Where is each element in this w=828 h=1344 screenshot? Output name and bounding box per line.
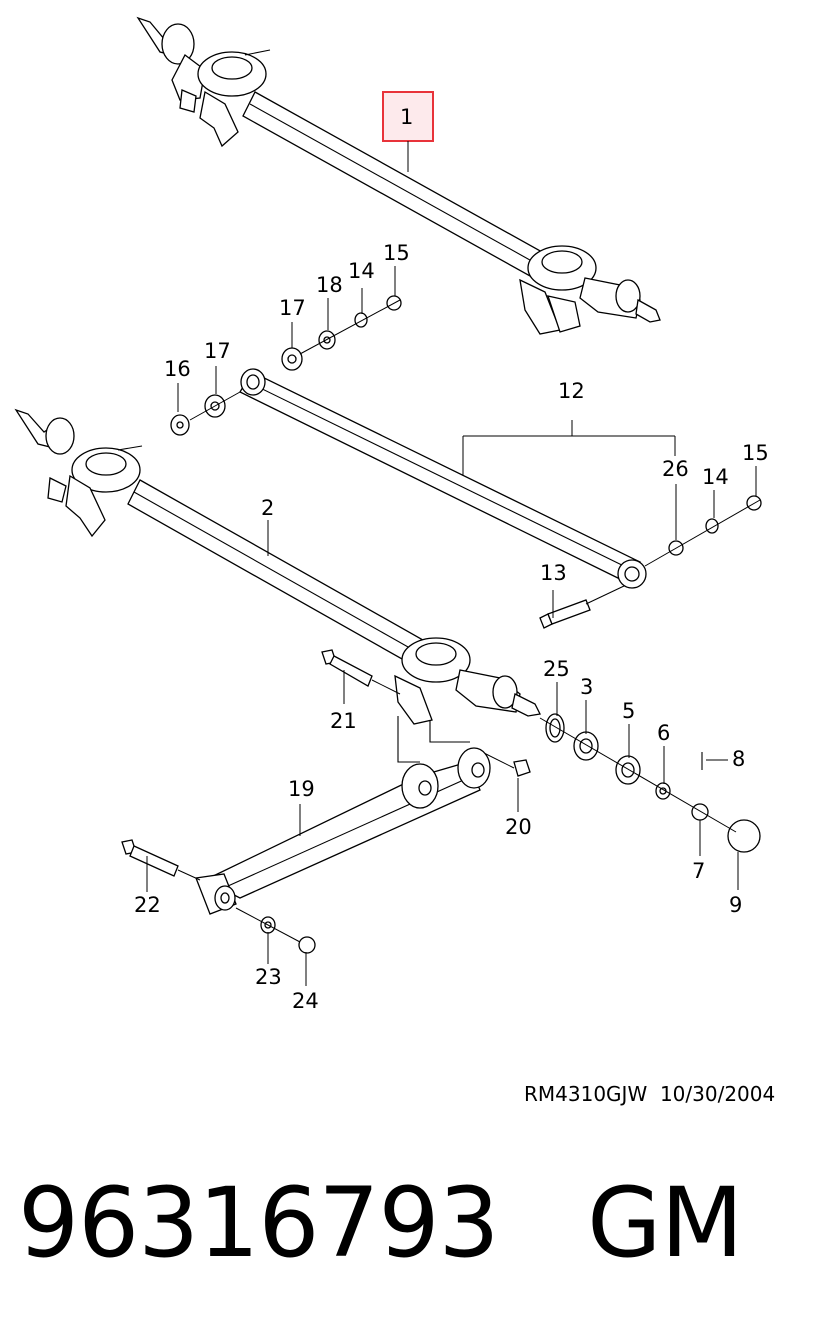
callout-2: 2	[261, 496, 274, 520]
drawing-reference: RM4310GJW 10/30/2004	[524, 1082, 776, 1106]
callout-22: 22	[134, 893, 161, 917]
hub-hardware	[539, 713, 761, 853]
callout-16: 16	[164, 357, 191, 381]
callout-15-right: 15	[742, 441, 769, 465]
cross-rod-hardware	[170, 295, 762, 629]
callout-20: 20	[505, 815, 532, 839]
callout-23: 23	[255, 965, 282, 989]
callout-8: 8	[732, 747, 745, 771]
exploded-parts-diagram: 1 2 3 5 6 7 8 9 12 13 14 14 15 15 16 17 …	[14, 16, 769, 1013]
callout-15-upper: 15	[383, 241, 410, 265]
callout-6: 6	[657, 721, 670, 745]
callout-17-upper: 17	[279, 296, 306, 320]
callout-14-right: 14	[702, 465, 729, 489]
callout-18: 18	[316, 273, 343, 297]
callout-17-left: 17	[204, 339, 231, 363]
callout-3: 3	[580, 675, 593, 699]
callout-13: 13	[540, 561, 567, 585]
callout-19: 19	[288, 777, 315, 801]
spacer	[499, 1167, 588, 1279]
callout-7: 7	[692, 859, 705, 883]
callout-26: 26	[662, 457, 689, 481]
trailing-arm-19	[121, 747, 491, 954]
callout-5: 5	[622, 699, 635, 723]
callout-14-upper: 14	[348, 259, 375, 283]
bolt-21-nut-20	[321, 649, 531, 777]
axle-assembly-2	[14, 408, 541, 763]
brand-name: GM	[587, 1167, 743, 1279]
callout-12: 12	[558, 379, 585, 403]
part-number-line: 96316793 GM	[18, 1175, 743, 1271]
callout-21: 21	[330, 709, 357, 733]
callout-1-highlight-box	[382, 91, 434, 142]
part-number: 96316793	[18, 1167, 500, 1279]
callout-24: 24	[292, 989, 319, 1013]
callout-25: 25	[543, 657, 570, 681]
cross-rod-12	[239, 368, 647, 589]
axle-assembly-1	[136, 16, 661, 335]
callout-1: 1	[400, 105, 413, 129]
callout-9: 9	[729, 893, 742, 917]
